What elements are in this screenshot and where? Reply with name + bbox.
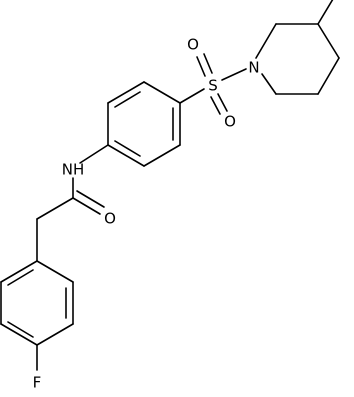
piperidine-nitrogen-label: N	[248, 59, 259, 77]
fluorine-label: F	[33, 374, 42, 392]
double-bond-inner	[114, 91, 141, 108]
s-o-top-bond	[196, 56, 206, 77]
sulfur-label: S	[208, 77, 218, 95]
double-bond-inner	[114, 140, 141, 157]
bond	[107, 144, 145, 167]
bond	[317, 23, 340, 59]
ch2-carbonyl-bond	[36, 197, 74, 220]
s-o-bottom-bond-double	[217, 93, 228, 112]
bond	[107, 81, 145, 104]
bond	[0, 323, 38, 346]
central-benzene-ring	[107, 81, 181, 167]
bond	[261, 73, 277, 95]
amide-nh-label: NH	[62, 161, 85, 179]
piperidine-ring	[255, 23, 340, 95]
bond	[0, 260, 38, 283]
carbonyl-bond	[72, 197, 101, 215]
methyl-bond	[317, 0, 334, 25]
bond	[143, 81, 181, 104]
bond	[36, 323, 74, 346]
bond	[143, 144, 181, 167]
aryl-s-bond	[179, 88, 205, 104]
sulfonyl-oxygen-bottom-label: O	[224, 113, 236, 131]
double-bond-inner	[7, 321, 34, 338]
fluorophenyl-ring	[0, 260, 74, 346]
bond	[255, 23, 277, 59]
bond	[36, 260, 74, 283]
carbonyl-bond-double	[76, 190, 105, 208]
sulfonyl-oxygen-top-label: O	[187, 36, 199, 54]
carbonyl-oxygen-label: O	[104, 210, 116, 228]
bond	[317, 57, 340, 95]
s-o-top-bond-double	[203, 53, 213, 74]
double-bond-inner	[7, 269, 34, 286]
s-n-bond	[221, 68, 247, 81]
s-o-bottom-bond	[210, 96, 221, 115]
n-aryl-bond	[79, 144, 109, 164]
